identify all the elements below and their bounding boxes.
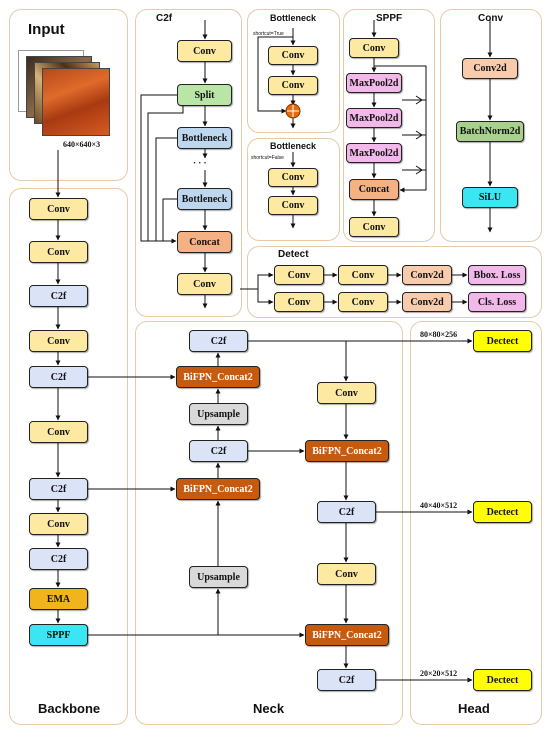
neck-bifpn-concat-4: BiFPN_Concat2 bbox=[305, 624, 389, 646]
input-image-front bbox=[42, 68, 110, 136]
head-detect-3: Dectect bbox=[473, 669, 532, 691]
conv-batchnorm: BatchNorm2d bbox=[456, 121, 524, 142]
neck-c2f-mid: C2f bbox=[189, 440, 248, 462]
sppf-concat: Concat bbox=[349, 179, 399, 200]
backbone-c2f-3: C2f bbox=[29, 478, 88, 500]
neck-upsample-2: Upsample bbox=[189, 566, 248, 588]
detect-r1-conv-2: Conv bbox=[338, 265, 388, 285]
backbone-title: Backbone bbox=[38, 701, 101, 716]
sppf-maxpool-2: MaxPool2d bbox=[346, 108, 402, 128]
conv-title: Conv bbox=[478, 13, 503, 24]
detect-r2-conv-1: Conv bbox=[274, 292, 324, 312]
sppf-conv-1: Conv bbox=[349, 38, 399, 58]
detect-cls-loss: Cls. Loss bbox=[468, 292, 526, 312]
backbone-ema: EMA bbox=[29, 588, 88, 610]
c2f-conv-2: Conv bbox=[177, 273, 232, 295]
backbone-c2f-4: C2f bbox=[29, 548, 88, 570]
bt-true-conv-2: Conv bbox=[268, 76, 318, 95]
bottleneck-true-title: Bottleneck bbox=[270, 13, 317, 23]
head-detect-2: Dectect bbox=[473, 501, 532, 523]
c2f-split: Split bbox=[177, 84, 232, 106]
backbone-conv-4: Conv bbox=[29, 421, 88, 443]
neck-upsample-1: Upsample bbox=[189, 403, 248, 425]
c2f-bottleneck-2: Bottleneck bbox=[177, 188, 232, 210]
detect-r2-conv2d: Conv2d bbox=[402, 292, 452, 312]
backbone-sppf: SPPF bbox=[29, 624, 88, 646]
sppf-conv-2: Conv bbox=[349, 217, 399, 237]
head-size-3: 20×20×512 bbox=[420, 669, 458, 678]
head-title: Head bbox=[458, 701, 490, 716]
detect-title: Detect bbox=[278, 249, 309, 260]
backbone-conv-1: Conv bbox=[29, 198, 88, 220]
detect-r1-conv-1: Conv bbox=[274, 265, 324, 285]
detect-r1-conv2d: Conv2d bbox=[402, 265, 452, 285]
sppf-title: SPPF bbox=[376, 13, 403, 24]
shortcut-false-label: shortcut=False bbox=[251, 155, 284, 161]
sppf-maxpool-3: MaxPool2d bbox=[346, 143, 402, 163]
head-size-1: 80×80×256 bbox=[420, 330, 458, 339]
neck-bifpn-concat-3: BiFPN_Concat2 bbox=[305, 440, 389, 462]
conv-silu: SiLU bbox=[462, 187, 518, 208]
conv-conv2d: Conv2d bbox=[462, 58, 518, 79]
backbone-c2f-1: C2f bbox=[29, 285, 88, 307]
input-size-label: 640×640×3 bbox=[63, 140, 101, 149]
input-title: Input bbox=[28, 21, 65, 38]
neck-bifpn-concat-1: BiFPN_Concat2 bbox=[176, 366, 260, 388]
c2f-title: C2f bbox=[156, 13, 173, 24]
bt-false-conv-1: Conv bbox=[268, 168, 318, 187]
detect-bbox-loss: Bbox. Loss bbox=[468, 265, 526, 285]
detect-r2-conv-2: Conv bbox=[338, 292, 388, 312]
backbone-conv-5: Conv bbox=[29, 513, 88, 535]
c2f-dots: · · · bbox=[193, 158, 207, 168]
bt-false-conv-2: Conv bbox=[268, 196, 318, 215]
c2f-conv-1: Conv bbox=[177, 40, 232, 62]
c2f-bottleneck-1: Bottleneck bbox=[177, 127, 232, 149]
c2f-concat: Concat bbox=[177, 231, 232, 253]
backbone-conv-3: Conv bbox=[29, 330, 88, 352]
head-panel bbox=[410, 321, 542, 725]
shortcut-true-label: shortcut=True bbox=[253, 31, 284, 37]
sppf-maxpool-1: MaxPool2d bbox=[346, 73, 402, 93]
neck-c2f-top: C2f bbox=[189, 330, 248, 352]
neck-c2f-right-1: C2f bbox=[317, 501, 376, 523]
neck-c2f-right-2: C2f bbox=[317, 669, 376, 691]
input-image-stack bbox=[18, 50, 110, 136]
backbone-c2f-2: C2f bbox=[29, 366, 88, 388]
head-size-2: 40×40×512 bbox=[420, 501, 458, 510]
neck-title: Neck bbox=[253, 701, 285, 716]
bottleneck-false-title: Bottleneck bbox=[270, 141, 317, 151]
bt-true-conv-1: Conv bbox=[268, 46, 318, 65]
neck-bifpn-concat-2: BiFPN_Concat2 bbox=[176, 478, 260, 500]
neck-conv-2: Conv bbox=[317, 563, 376, 585]
neck-conv-1: Conv bbox=[317, 382, 376, 404]
head-detect-1: Dectect bbox=[473, 330, 532, 352]
backbone-conv-2: Conv bbox=[29, 241, 88, 263]
